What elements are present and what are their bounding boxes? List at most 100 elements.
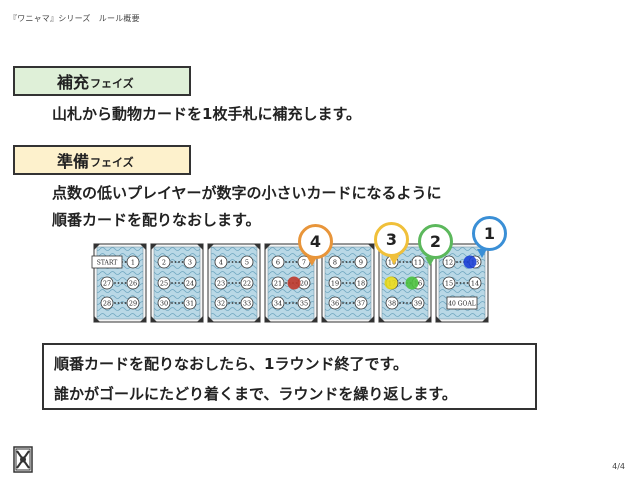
player-order-bubble-1: 1	[472, 216, 507, 258]
phase-name: 準備	[57, 152, 90, 171]
space-node	[183, 276, 197, 290]
phase-suffix: フェイズ	[90, 155, 134, 169]
space-label: 24	[186, 280, 194, 288]
player-order-bubble-2: 2	[418, 224, 453, 266]
space-label: 22	[243, 280, 251, 288]
route-card: 8 9 19 18 36 37	[321, 243, 375, 323]
space-node	[100, 276, 114, 290]
space-label: 39	[414, 300, 422, 308]
space-node	[240, 276, 254, 290]
space-node	[240, 255, 254, 269]
bubble-number: 2	[429, 232, 442, 251]
space-node	[411, 255, 425, 269]
phase-description: 点数の低いプレイヤーが数字の小さいカードになるように	[52, 184, 442, 202]
space-node	[157, 296, 171, 310]
series-title: 『ワニャマ』シリーズ ルール概要	[9, 14, 140, 23]
space-label: 18	[357, 280, 365, 288]
space-node	[442, 255, 456, 269]
space-node	[240, 296, 254, 310]
space-label: 14	[471, 280, 479, 288]
player-token-4	[287, 276, 301, 290]
space-label: 31	[186, 300, 194, 308]
player-order-bubble-4: 4	[298, 224, 333, 266]
space-label: 33	[243, 300, 251, 308]
space-node	[214, 296, 228, 310]
space-node	[271, 296, 285, 310]
space-label: 20	[300, 280, 308, 288]
card-logo-icon	[13, 446, 33, 473]
space-label: 36	[331, 300, 339, 308]
bubble-number: 1	[483, 224, 496, 243]
phase-description: 山札から動物カードを1枚手札に補充します。	[52, 105, 361, 123]
space-label: 37	[357, 300, 365, 308]
space-node	[271, 276, 285, 290]
space-label: 23	[217, 280, 225, 288]
space-node	[214, 276, 228, 290]
route-card: START 1 27 26 28 29	[91, 243, 147, 323]
phase-label-prepare: 準備フェイズ	[13, 145, 191, 175]
phase-suffix: フェイズ	[90, 76, 134, 90]
space-node	[157, 255, 171, 269]
player-token-1	[463, 255, 477, 269]
space-label: 27	[103, 280, 111, 288]
space-label: 40 GOAL	[448, 301, 476, 308]
summary-line: 順番カードを配りなおしたら、1ラウンド終了です。	[54, 355, 408, 373]
space-node	[157, 276, 171, 290]
space-node	[126, 296, 140, 310]
summary-line: 誰かがゴールにたどり着くまで、ラウンドを繰り返します。	[54, 385, 457, 403]
space-node	[328, 296, 342, 310]
space-node	[354, 255, 368, 269]
space-node	[91, 255, 123, 269]
space-node	[328, 276, 342, 290]
space-node	[442, 276, 456, 290]
phase-name: 補充	[57, 73, 90, 92]
space-node	[354, 276, 368, 290]
player-token-2	[405, 276, 419, 290]
bubble-pointer	[389, 256, 399, 265]
space-label: 9	[359, 259, 363, 267]
space-node	[100, 296, 114, 310]
space-node	[126, 276, 140, 290]
space-label: 21	[274, 280, 282, 288]
space-label: 4	[219, 259, 223, 267]
space-label: 26	[129, 280, 137, 288]
page-number: 4/4	[612, 462, 625, 471]
space-node	[214, 255, 228, 269]
space-label: 15	[445, 280, 453, 288]
space-label: 7	[302, 259, 306, 267]
route-card: 1213151440 GOAL	[435, 243, 489, 323]
space-label: 19	[331, 280, 339, 288]
space-label: 29	[129, 300, 137, 308]
phase-label-replenish: 補充フェイズ	[13, 66, 191, 96]
bubble-pointer	[477, 249, 487, 258]
space-node	[328, 255, 342, 269]
space-node	[446, 296, 478, 310]
space-label: START	[97, 260, 118, 267]
space-node	[183, 296, 197, 310]
space-label: 8	[333, 259, 337, 267]
space-node	[411, 296, 425, 310]
space-label: 3	[188, 259, 192, 267]
bubble-number: 3	[385, 230, 398, 249]
space-node	[385, 296, 399, 310]
summary-box: 順番カードを配りなおしたら、1ラウンド終了です。 誰かがゴールにたどり着くまで、…	[42, 343, 537, 410]
bubble-pointer	[425, 257, 435, 266]
space-node	[354, 296, 368, 310]
space-label: 35	[300, 300, 308, 308]
space-node	[271, 255, 285, 269]
space-label: 1	[131, 259, 135, 267]
space-label: 28	[103, 300, 111, 308]
space-label: 11	[414, 259, 422, 267]
player-token-3	[384, 276, 398, 290]
bubble-number: 4	[309, 232, 322, 251]
space-label: 32	[217, 300, 225, 308]
space-label: 6	[276, 259, 280, 267]
phase-description: 順番カードを配りなおします。	[52, 211, 261, 229]
space-node	[126, 255, 140, 269]
player-order-bubble-3: 3	[374, 222, 409, 265]
space-label: 12	[445, 259, 453, 267]
space-node	[468, 276, 482, 290]
